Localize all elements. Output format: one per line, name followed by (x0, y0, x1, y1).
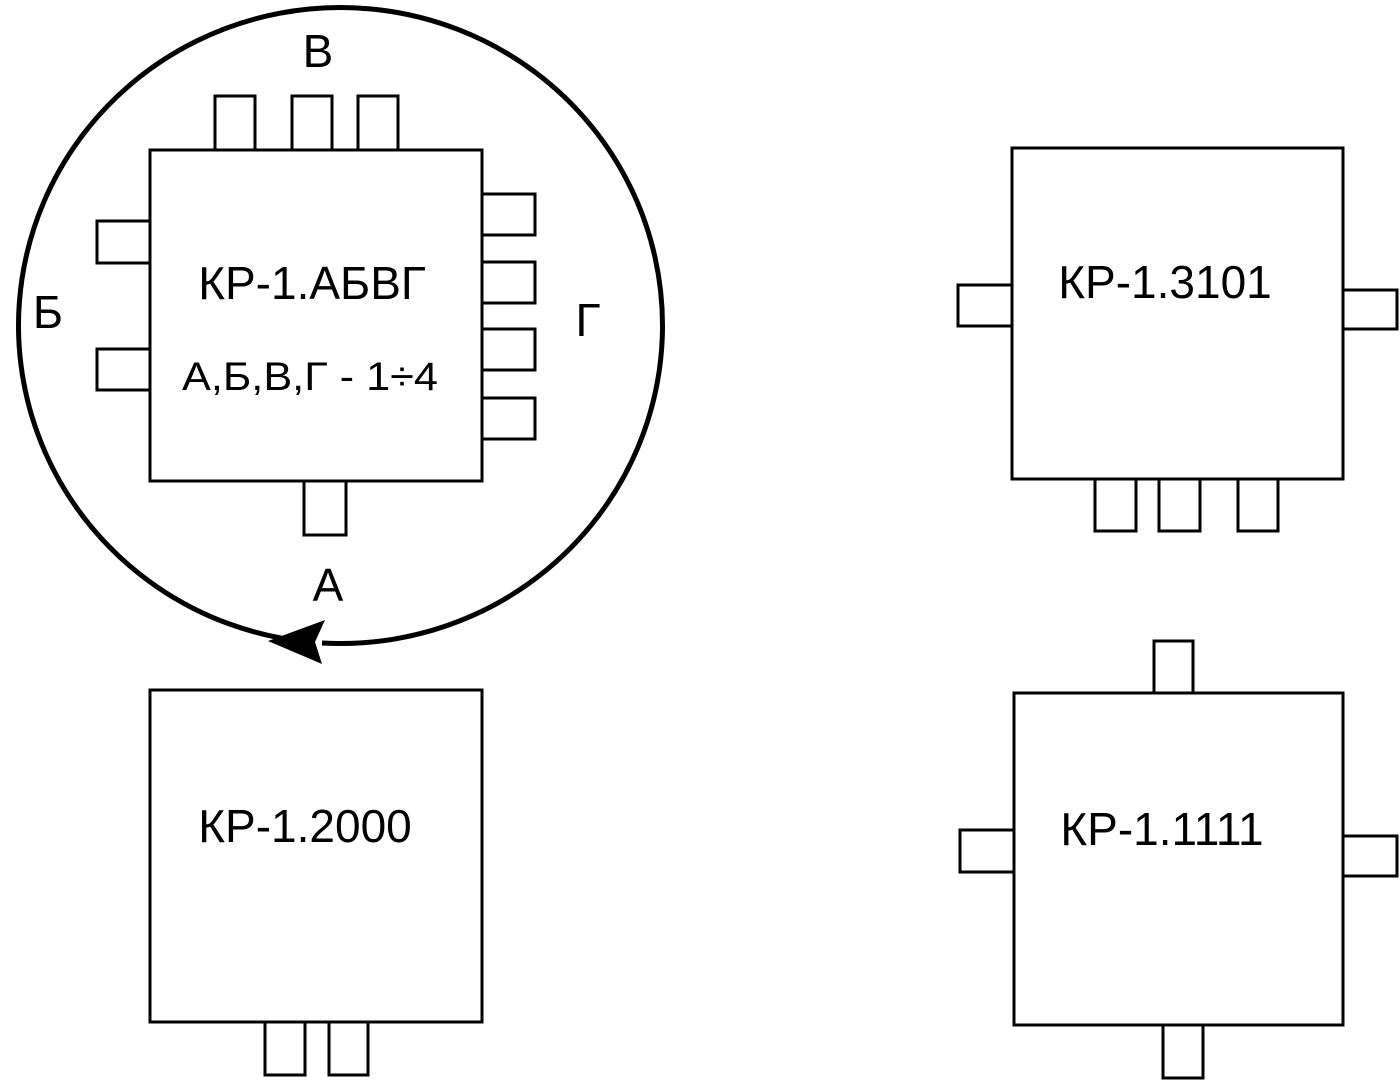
box-kr1-2000: КР-1.2000 (148, 688, 484, 1077)
rotation-circle (16, 5, 665, 664)
arrow-head-icon (268, 620, 325, 664)
side-label-right: Г (576, 294, 601, 346)
box-kr1-abvg: КР-1.АБВГ А,Б,В,Г - 1÷4 (95, 94, 537, 537)
side-label-left: Б (33, 286, 63, 338)
box-label: КР-1.1111 (1060, 803, 1263, 855)
box-kr1-3101: КР-1.3101 (956, 146, 1399, 533)
side-label-top: В (303, 25, 334, 77)
side-label-bottom: А (313, 559, 344, 611)
box-label: КР-1.АБВГ (198, 257, 426, 309)
box-kr1-1111: КР-1.1111 (958, 639, 1399, 1080)
box-sublabel: А,Б,В,Г - 1÷4 (182, 355, 438, 399)
box-label: КР-1.2000 (198, 800, 412, 852)
box-label: КР-1.3101 (1058, 256, 1272, 308)
